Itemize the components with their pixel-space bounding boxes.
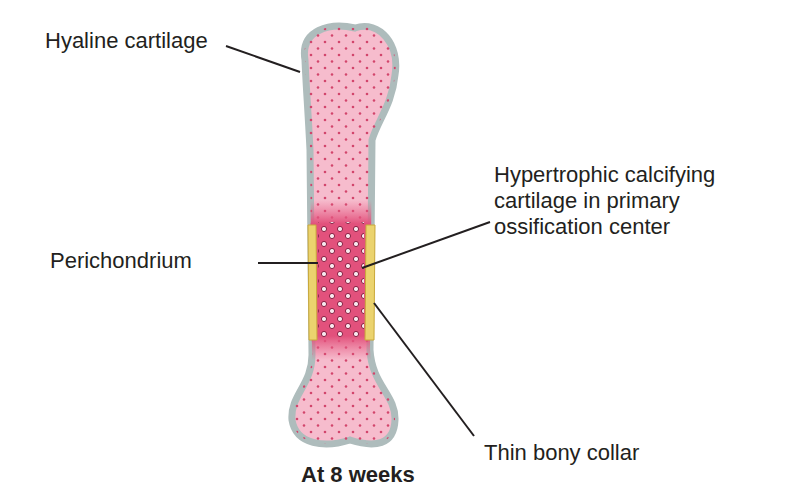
part-label: Perichondrium — [50, 248, 250, 274]
part-label: Hyaline cartilage — [45, 28, 230, 54]
leader-lines — [226, 46, 490, 436]
bony-collar — [308, 225, 317, 340]
part-label: Thin bony collar — [484, 440, 744, 466]
bone — [280, 20, 410, 460]
cartilage-cells — [280, 20, 410, 460]
leader-line — [362, 222, 490, 268]
bony-collar — [365, 225, 375, 340]
leader-line — [258, 262, 318, 264]
leader-line — [374, 303, 474, 436]
hypertrophic-cells — [318, 222, 364, 338]
caption: At 8 weeks — [301, 462, 415, 488]
part-label: Hypertrophic calcifying cartilage in pri… — [494, 162, 779, 240]
leader-line — [226, 46, 300, 72]
ossification-center — [280, 200, 410, 360]
